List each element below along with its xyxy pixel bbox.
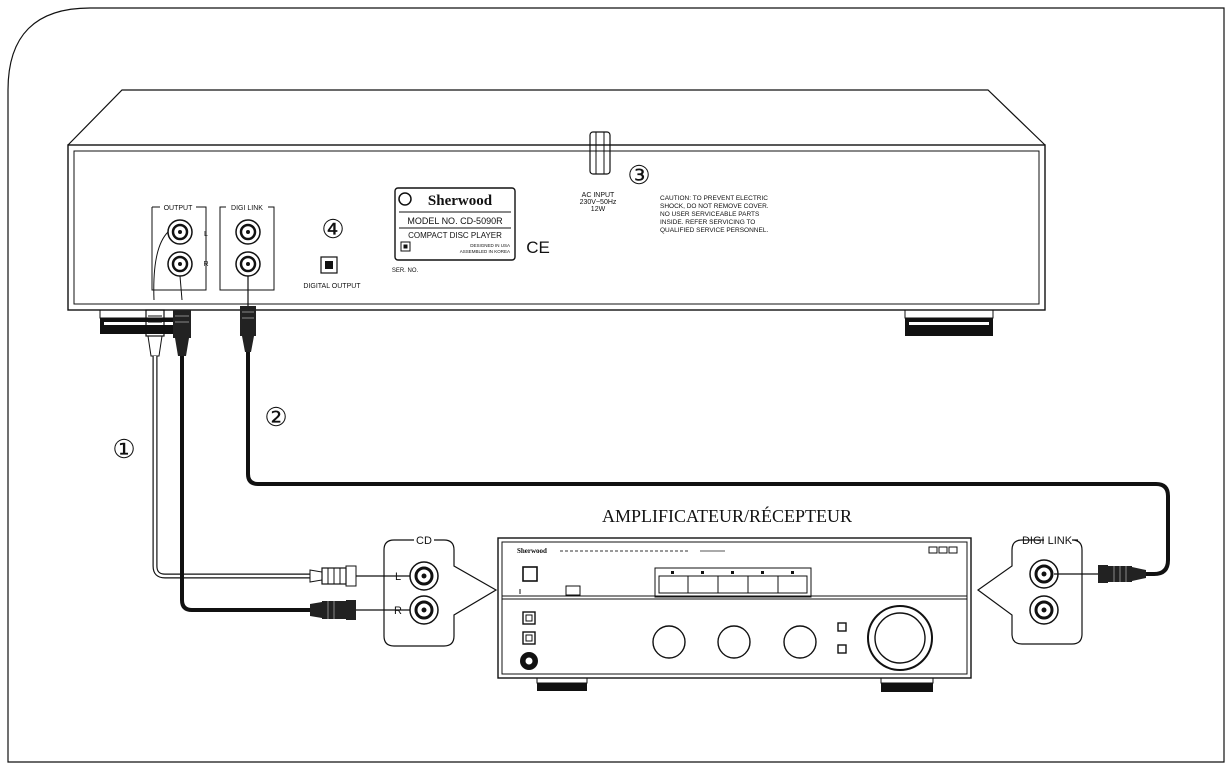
output-label: OUTPUT <box>164 205 194 212</box>
rating-model: MODEL NO. CD-5090R <box>407 216 503 226</box>
player-top <box>67 89 1046 146</box>
callout-2: ② <box>264 403 287 432</box>
receiver-front: Sherwood <box>497 537 972 679</box>
ac-input-title: AC INPUT <box>582 192 615 199</box>
digi-link-jack-top <box>235 219 261 245</box>
digi-link-cable <box>246 352 1170 576</box>
rating-designed: DESIGNED IN USA <box>470 243 510 248</box>
output-loop-wire <box>153 231 169 301</box>
receiver-logo-badges <box>928 546 958 554</box>
receiver-brand: Sherwood <box>517 547 547 555</box>
cd-jack-left <box>409 561 439 591</box>
rating-label: Sherwood MODEL NO. CD-5090R COMPACT DISC… <box>394 187 516 261</box>
callout-1: ① <box>112 435 135 464</box>
page-frame <box>7 7 1225 763</box>
analog-plugs-top <box>145 309 191 357</box>
ac-input-voltage: 230V~50Hz <box>580 199 617 206</box>
receiver-left-buttons <box>520 611 538 670</box>
cd-label: CD <box>416 535 432 547</box>
caution-line-2: SHOCK, DO NOT REMOVE COVER. <box>660 203 769 210</box>
digital-output-port: DIGITAL OUTPUT <box>303 256 361 290</box>
cd-r-label: R <box>394 605 402 617</box>
receiver-foot-left <box>536 677 588 691</box>
receiver-foot-right <box>880 677 934 692</box>
rating-product: COMPACT DISC PLAYER <box>408 231 502 240</box>
caution-line-1: CAUTION: TO PREVENT ELECTRIC <box>660 195 768 202</box>
receiver-knob-1 <box>652 625 686 659</box>
digi-link-plug-receiver <box>1054 565 1146 583</box>
analog-cable-white <box>152 356 310 579</box>
rating-assembled: ASSEMBLED IN KOREA <box>460 249 510 254</box>
receiver-power-button <box>522 566 538 582</box>
power-cord-clamp <box>589 131 611 175</box>
analog-plug-white-cd <box>309 565 410 587</box>
caution-line-5: QUALIFIED SERVICE PERSONNEL. <box>660 227 768 234</box>
caution-line-4: INSIDE. REFER SERVICING TO <box>660 219 755 226</box>
caution-line-3: NO USER SERVICEABLE PARTS <box>660 211 760 218</box>
ce-mark: CE <box>526 238 550 257</box>
cd-input-zoom: CD L R <box>383 535 498 647</box>
receiver-knob-2 <box>717 625 751 659</box>
rating-brand: Sherwood <box>428 193 493 209</box>
output-r-label: R <box>203 261 208 268</box>
digital-output-label: DIGITAL OUTPUT <box>303 283 361 290</box>
receiver-volume-knob <box>867 605 933 671</box>
player-digi-link-jacks: DIGI LINK <box>219 205 275 291</box>
digi-link-plug-player <box>240 276 256 352</box>
digi-link-jack-bottom <box>235 251 261 277</box>
output-jack-left <box>167 219 193 245</box>
receiver-digi-jack-bottom <box>1029 595 1059 625</box>
analog-cable-black <box>180 356 310 612</box>
player-foot-left <box>99 309 181 334</box>
receiver-digi-link-label: DIGI LINK <box>1022 535 1073 547</box>
receiver-digi-jack-top <box>1029 559 1059 589</box>
serial-label: SER. NO. <box>392 268 419 274</box>
player-back-panel-inner <box>73 150 1040 305</box>
output-l-label: L <box>204 231 208 238</box>
callout-3: ③ <box>627 161 650 190</box>
output-jack-right <box>167 251 193 277</box>
cd-player: OUTPUT L R DIGI LINK <box>67 89 1046 336</box>
receiver-knob-3 <box>783 625 817 659</box>
receiver-title: AMPLIFICATEUR/RÉCEPTEUR <box>602 505 852 526</box>
analog-plug-black-cd <box>310 600 410 620</box>
player-foot-right <box>904 309 994 336</box>
receiver-digi-link-zoom: DIGI LINK <box>976 535 1083 645</box>
player-digi-link-label: DIGI LINK <box>231 205 263 212</box>
ac-input-power: 12W <box>591 206 606 213</box>
receiver-display <box>654 567 812 598</box>
callout-4: ④ <box>321 215 344 244</box>
cd-l-label: L <box>395 571 401 583</box>
cd-jack-right <box>409 595 439 625</box>
player-back-panel <box>67 144 1046 311</box>
